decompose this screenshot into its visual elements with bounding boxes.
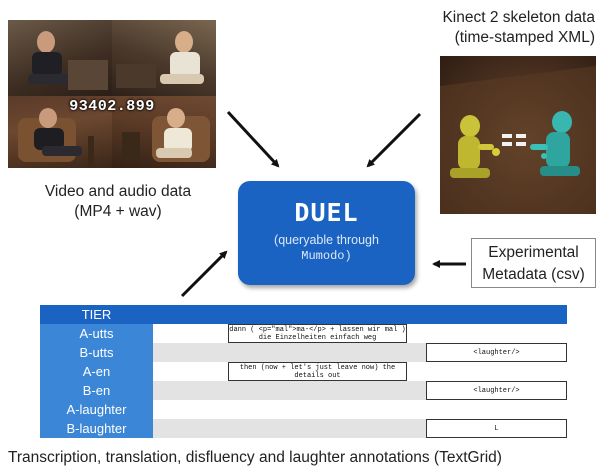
tier-body: then (now + let's just leave now) the de…: [153, 362, 567, 381]
video-frame-top-left: [8, 20, 112, 96]
table-row: B-en <laughter/>: [40, 381, 567, 400]
video-frame-bottom-right: [112, 96, 216, 168]
annotation-interval: dann ( <p="mal">ma-</p> + lassen wir mal…: [228, 324, 407, 343]
duel-title: DUEL: [294, 198, 359, 227]
tier-body: L: [153, 419, 567, 438]
table-row: B-laughter L: [40, 419, 567, 438]
bottom-caption: Transcription, translation, disfluency a…: [8, 449, 502, 466]
seated-person-figure: [116, 31, 204, 88]
duel-database-box: DUEL (queryable through Mumodo): [238, 181, 415, 285]
tier-label: B-en: [40, 381, 153, 400]
tier-label: A-utts: [40, 324, 153, 343]
connection-marker: [502, 134, 526, 146]
table-row: B-utts <laughter/>: [40, 343, 567, 362]
video-timecode: 93402.899: [69, 98, 155, 115]
arrow-video-to-duel: [226, 110, 280, 168]
kinect-skeleton-image: [440, 56, 596, 214]
video-frame-bottom-left: [8, 96, 112, 168]
skeleton-figure-left: [450, 115, 500, 178]
annotation-interval: <laughter/>: [426, 343, 567, 362]
kinect-caption-line-1: Kinect 2 skeleton data: [442, 9, 595, 26]
table-header-body: [153, 305, 567, 324]
tier-label: B-utts: [40, 343, 153, 362]
seated-person-figure: [18, 108, 94, 166]
tier-label: A-laughter: [40, 400, 153, 419]
seated-person-figure: [122, 108, 210, 162]
kinect-caption: Kinect 2 skeleton data (time-stamped XML…: [400, 8, 599, 48]
tier-body: <laughter/>: [153, 343, 567, 362]
tier-label: B-laughter: [40, 419, 153, 438]
skeleton-figures: [440, 66, 596, 214]
arrow-table-to-duel: [180, 250, 228, 298]
annotation-interval: <laughter/>: [426, 381, 567, 400]
tier-body: [153, 400, 567, 419]
arrow-kinect-to-duel: [366, 112, 422, 168]
video-caption-line-2: (MP4 + wav): [74, 203, 162, 220]
skeleton-figure-right: [530, 111, 580, 176]
experimental-metadata-box: Experimental Metadata (csv): [471, 238, 596, 288]
table-row: A-utts dann ( <p="mal">ma-</p> + lassen …: [40, 324, 567, 343]
table-row: A-laughter: [40, 400, 567, 419]
video-still-image: 93402.899: [8, 20, 216, 168]
annotation-tier-table: TIER A-utts dann ( <p="mal">ma-</p> + la…: [40, 305, 567, 442]
tier-body: <laughter/>: [153, 381, 567, 400]
metadata-line-2: Metadata (csv): [482, 266, 585, 283]
table-header-label: TIER: [40, 305, 153, 324]
metadata-line-1: Experimental: [488, 244, 579, 261]
video-caption-line-1: Video and audio data: [44, 183, 192, 200]
video-caption: Video and audio data (MP4 + wav): [8, 182, 228, 222]
seated-person-figure: [28, 31, 108, 90]
annotation-interval: L: [426, 419, 567, 438]
table-header-row: TIER: [40, 305, 567, 324]
annotation-interval: then (now + let's just leave now) the de…: [228, 362, 407, 381]
kinect-caption-line-2: (time-stamped XML): [454, 29, 595, 46]
tier-body: dann ( <p="mal">ma-</p> + lassen wir mal…: [153, 324, 567, 343]
duel-subtitle: (queryable through: [274, 233, 379, 247]
duel-subtitle-tool: Mumodo): [301, 249, 352, 263]
table-row: A-en then (now + let's just leave now) t…: [40, 362, 567, 381]
video-frame-top-right: [112, 20, 216, 96]
tier-label: A-en: [40, 362, 153, 381]
